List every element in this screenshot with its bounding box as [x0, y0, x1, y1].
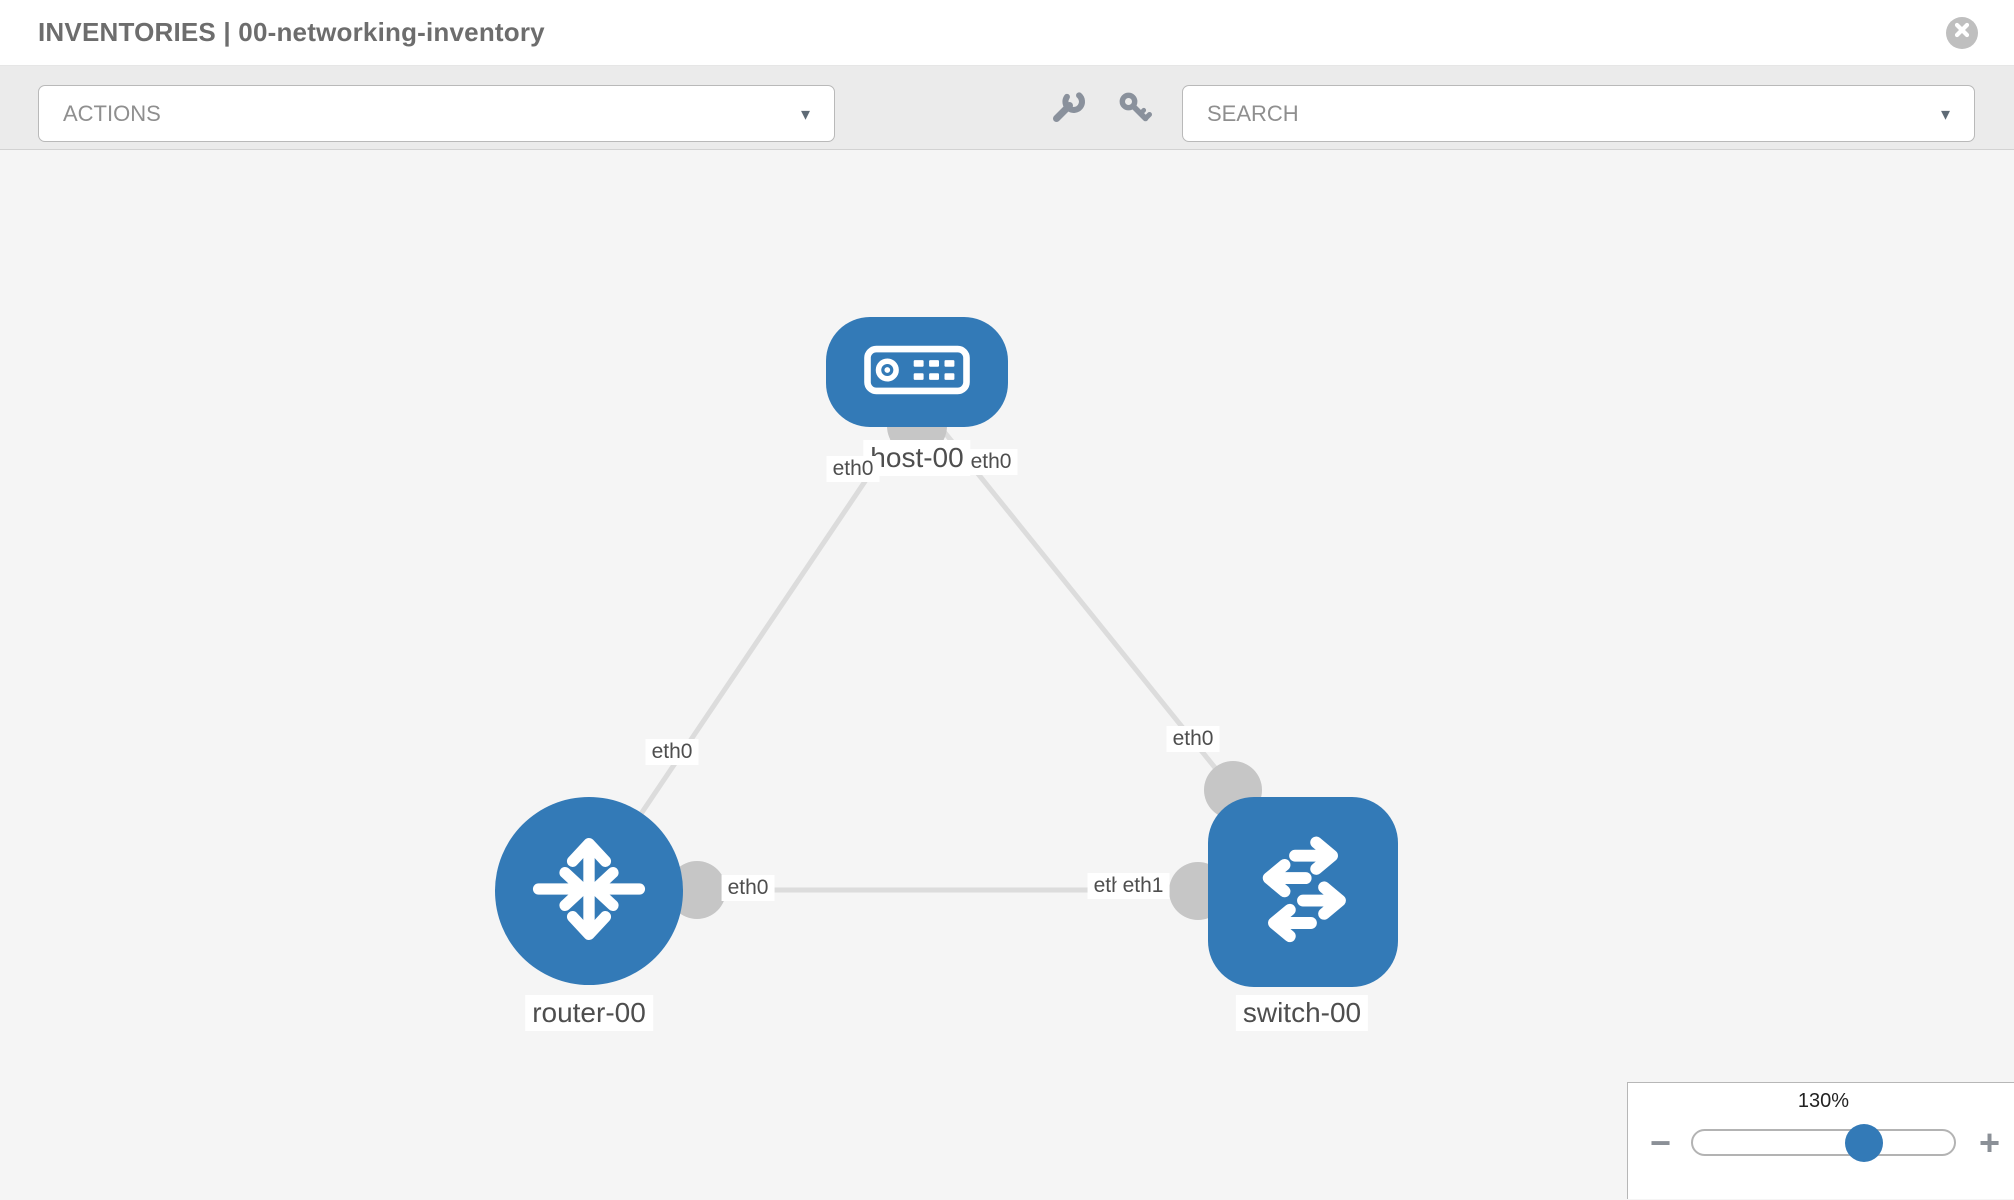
node-switch-00[interactable]: [1208, 797, 1398, 987]
iface-label-host-left: eth0: [826, 456, 880, 482]
zoom-out-button[interactable]: −: [1650, 1122, 1672, 1163]
page-title: INVENTORIES | 00-networking-inventory: [38, 17, 545, 47]
chevron-down-icon: ▾: [1940, 103, 1950, 124]
key-icon: [1117, 92, 1153, 130]
header: INVENTORIES | 00-networking-inventory: [0, 0, 2014, 66]
close-button[interactable]: [1946, 16, 1978, 49]
node-host-00[interactable]: [826, 317, 1008, 427]
actions-dropdown-label: ACTIONS: [63, 100, 161, 126]
port-router-right[interactable]: [668, 861, 726, 919]
credentials-button[interactable]: [1117, 90, 1153, 126]
actions-dropdown[interactable]: ACTIONS ▾: [38, 85, 835, 142]
iface-label-switch-link-front: eth1: [1116, 873, 1170, 899]
wrench-icon: [1050, 92, 1086, 130]
toolbar: ACTIONS ▾ SEARCH ▾: [0, 66, 2014, 150]
search-dropdown[interactable]: SEARCH ▾: [1182, 85, 1975, 142]
iface-label-router-uplink: eth0: [645, 739, 699, 765]
topology-links-layer: [586, 396, 1300, 920]
node-router-00[interactable]: [495, 797, 683, 985]
zoom-in-button[interactable]: +: [1978, 1122, 2000, 1163]
zoom-slider-track[interactable]: [1691, 1129, 1956, 1156]
iface-label-router-link: eth0: [721, 875, 775, 901]
node-label-host-00[interactable]: host-00: [863, 440, 971, 476]
node-label-switch-00[interactable]: switch-00: [1235, 995, 1369, 1031]
search-placeholder: SEARCH: [1207, 100, 1299, 126]
topology-canvas[interactable]: host-00 router-00 switch-00 eth0 eth0 et…: [0, 150, 2014, 1199]
switch-icon: [1237, 824, 1369, 961]
zoom-level-readout: 130%: [1797, 1090, 1850, 1112]
zoom-panel: 130% − +: [1627, 1082, 2014, 1199]
close-icon: [1954, 22, 1970, 43]
host-icon: [859, 337, 975, 408]
configure-tools-button[interactable]: [1050, 90, 1086, 126]
iface-label-switch-uplink: eth0: [1166, 726, 1220, 752]
zoom-slider-thumb[interactable]: [1845, 1124, 1883, 1162]
router-icon: [526, 826, 652, 957]
iface-label-host-right: eth0: [964, 449, 1018, 475]
chevron-down-icon: ▾: [800, 103, 810, 124]
node-label-router-00[interactable]: router-00: [525, 995, 653, 1031]
